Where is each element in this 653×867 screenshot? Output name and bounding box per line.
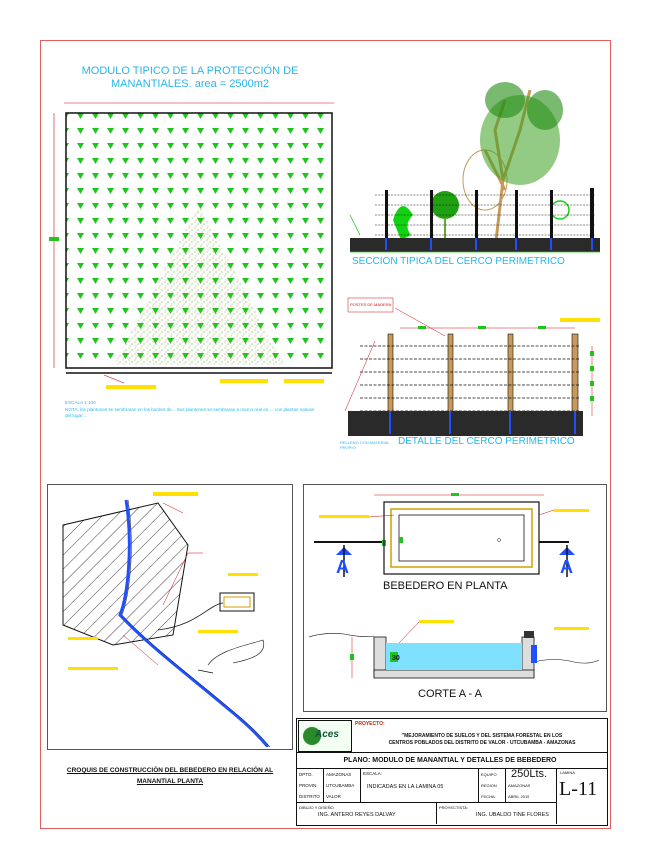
fence-detail-drawing	[344, 297, 600, 436]
nota-text: ESCALA 1:100 NOTA: los plantones se semb…	[65, 400, 320, 420]
escala-value: INDICADAS EN LA LAMINA 05	[367, 784, 444, 790]
tb-divider-2	[296, 768, 607, 769]
dibujo-value: ING. ANTERO REYES DALVAY	[318, 812, 396, 818]
prov-value: UTCUBAMBA	[326, 783, 355, 788]
dpto-value: AMAZONAS	[326, 772, 352, 777]
croquis-caption-line2: MANANTIAL PLANTA	[136, 778, 204, 785]
region-label: REGION	[481, 783, 497, 788]
bebedero-plan-title: BEBEDERO EN PLANTA	[383, 580, 508, 592]
section-marker-right: A	[560, 557, 573, 577]
bebedero-plan-drawing	[314, 493, 589, 577]
sheet-border	[40, 40, 611, 829]
logo-box: Aces	[298, 720, 352, 752]
proyectista-value: ING. UBALDO TINE FLORES	[476, 812, 549, 818]
capacity-value: 250Lts.	[511, 768, 548, 780]
croquis-frame	[47, 484, 293, 750]
fence-section-title: SECCION TIPICA DEL CERCO PERIMETRICO	[352, 256, 565, 267]
park-module-drawing	[49, 102, 334, 389]
bebedero-frame	[303, 484, 607, 712]
tb-vline-5	[556, 768, 557, 824]
park-title-line2: MANANTIALES. area = 2500m2	[110, 78, 270, 90]
fence-detail-title: DETALLE DEL CERCO PERIMETRICO	[398, 436, 575, 447]
corte-title: CORTE A - A	[418, 688, 482, 700]
plano-title: PLANO: MODULO DE MANANTIAL Y DETALLES DE…	[343, 757, 557, 764]
relleno-label: RELLENO CON MATERIAL PROPIO	[340, 440, 390, 450]
corte-depth-label: 30	[392, 655, 400, 662]
tb-vline-2	[360, 768, 361, 802]
fecha-value: ABRIL 2015	[508, 794, 530, 799]
region-value: AMAZONAS	[508, 783, 531, 788]
dist-label: DISTRITO	[299, 794, 320, 799]
logo-icon	[303, 727, 321, 745]
proyecto-line2: CENTROS POBLADOS DEL DISTRITO DE VALOR -…	[388, 740, 576, 746]
dibujo-label: DIBUJO Y DISEÑO	[299, 805, 334, 810]
tb-divider-1	[296, 752, 607, 753]
prov-label: PROVIN.	[299, 783, 318, 788]
tree-icon	[462, 82, 563, 251]
tb-divider-3	[296, 802, 556, 803]
croquis-caption: CROQUIS DE CONSTRUCCIÓN DEL BEBEDERO EN …	[50, 765, 290, 787]
tb-vline-1	[323, 768, 324, 802]
tb-vline-6	[436, 802, 437, 824]
section-marker-left: A	[336, 557, 349, 577]
croquis-drawing	[62, 492, 271, 747]
fence-section-drawing	[349, 82, 600, 253]
fecha-label: FECHA:	[481, 794, 496, 799]
park-module-title: MODULO TIPICO DE LA PROTECCIÓN DE MANANT…	[60, 65, 320, 91]
corte-drawing	[308, 620, 600, 679]
lamina-value: L-11	[559, 778, 598, 800]
dpto-label: DPTO.	[299, 772, 313, 777]
dist-value: VALOR	[326, 794, 341, 799]
title-block	[296, 718, 608, 826]
proyecto-line1: "MEJORAMIENTO DE SUELOS Y DEL SISTEMA FO…	[401, 733, 563, 739]
proyecto-label: PROYECTO:	[355, 721, 385, 727]
proyectista-label: PROYECTISTA:	[439, 805, 469, 810]
nota-body: NOTA: los plantones se sembraran en los …	[65, 406, 315, 419]
escala-small-label: ESCALA 1:100	[65, 400, 96, 405]
logo-text: Aces	[315, 729, 339, 740]
tb-vline-3	[478, 768, 479, 802]
park-title-line1: MODULO TIPICO DE LA PROTECCIÓN DE	[81, 65, 299, 77]
equipo-label: EQUIPO	[481, 772, 497, 777]
posts-label: POSTES DE MADERA	[350, 302, 392, 307]
croquis-caption-line1: CROQUIS DE CONSTRUCCIÓN DEL BEBEDERO EN …	[66, 767, 274, 774]
escala-label: ESCALA:	[363, 771, 383, 776]
lamina-label: LAMINA	[560, 770, 575, 775]
tb-vline-4	[505, 768, 506, 802]
